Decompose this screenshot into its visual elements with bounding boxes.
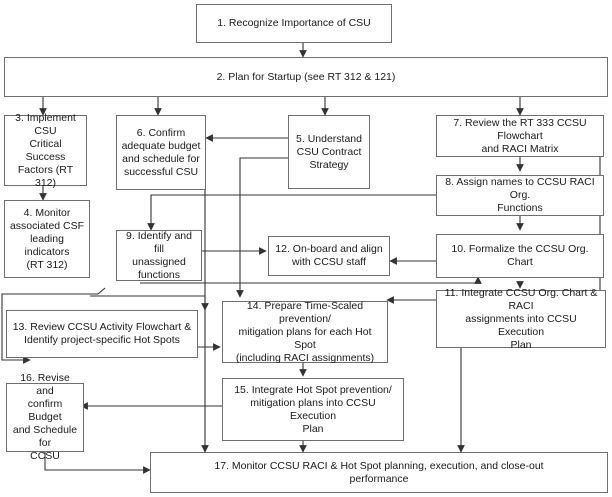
node-12-label: 12. On-board and align with CCSU staff	[275, 243, 383, 268]
node-10-label: 10. Formalize the CCSU Org. Chart	[451, 243, 589, 268]
connector-4-to-14	[90, 295, 209, 311]
node-14-label: 14. Prepare Time-Scaled prevention/ miti…	[235, 299, 375, 364]
node-11-label: 11. Integrate CCSU Org. Chart & RACI ass…	[444, 286, 598, 351]
node-8-label: 8. Assign names to CCSU RACI Org. Functi…	[445, 176, 595, 214]
connector-8-to-9	[147, 194, 436, 231]
node-17-label: 17. Monitor CCSU RACI & Hot Spot plannin…	[214, 459, 544, 485]
node-2: 2. Plan for Startup (see RT 312 & 121)	[4, 57, 608, 97]
node-15-label: 15. Integrate Hot Spot prevention/ mitig…	[234, 383, 392, 435]
node-5-label: 5. Understand CSU Contract Strategy	[296, 132, 362, 171]
node-3-label: 3. Implement CSU Critical Success Factor…	[15, 111, 76, 189]
node-6: 6. Confirm adequate budget and schedule …	[116, 115, 206, 190]
connector-5-to-14	[236, 157, 288, 298]
node-8: 8. Assign names to CCSU RACI Org. Functi…	[436, 175, 604, 216]
node-1: 1. Recognize Importance of CSU	[196, 4, 392, 43]
node-9-label: 9. Identify and fill unassigned function…	[126, 229, 192, 281]
node-16-label: 16. Revise and confirm Budget and Schedu…	[12, 372, 78, 462]
node-10: 10. Formalize the CCSU Org. Chart	[436, 234, 604, 278]
node-7: 7. Review the RT 333 CCSU Flowchart and …	[436, 115, 604, 157]
connector-12-to-10-loop	[140, 276, 482, 284]
node-12: 12. On-board and align with CCSU staff	[268, 236, 390, 276]
node-2-label: 2. Plan for Startup (see RT 312 & 121)	[216, 70, 396, 83]
node-15: 15. Integrate Hot Spot prevention/ mitig…	[222, 378, 404, 441]
node-7-label: 7. Review the RT 333 CCSU Flowchart and …	[453, 116, 587, 155]
node-4: 4. Monitor associated CSF leading indica…	[4, 200, 90, 278]
node-6-label: 6. Confirm adequate budget and schedule …	[121, 126, 201, 178]
node-4-label: 4. Monitor associated CSF leading indica…	[9, 206, 85, 271]
connector-9-to-16	[1, 287, 106, 364]
node-14: 14. Prepare Time-Scaled prevention/ miti…	[222, 299, 388, 364]
connector-16-to-17	[44, 452, 151, 474]
node-11: 11. Integrate CCSU Org. Chart & RACI ass…	[436, 287, 606, 351]
node-16: 16. Revise and confirm Budget and Schedu…	[6, 372, 84, 462]
node-17: 17. Monitor CCSU RACI & Hot Spot plannin…	[150, 452, 608, 493]
node-3: 3. Implement CSU Critical Success Factor…	[4, 112, 87, 189]
node-13: 13. Review CCSU Activity Flowchart & Ide…	[6, 310, 198, 358]
node-9: 9. Identify and fill unassigned function…	[116, 230, 202, 281]
node-5: 5. Understand CSU Contract Strategy	[288, 115, 370, 189]
node-1-label: 1. Recognize Importance of CSU	[217, 17, 371, 29]
node-13-label: 13. Review CCSU Activity Flowchart & Ide…	[12, 321, 192, 346]
